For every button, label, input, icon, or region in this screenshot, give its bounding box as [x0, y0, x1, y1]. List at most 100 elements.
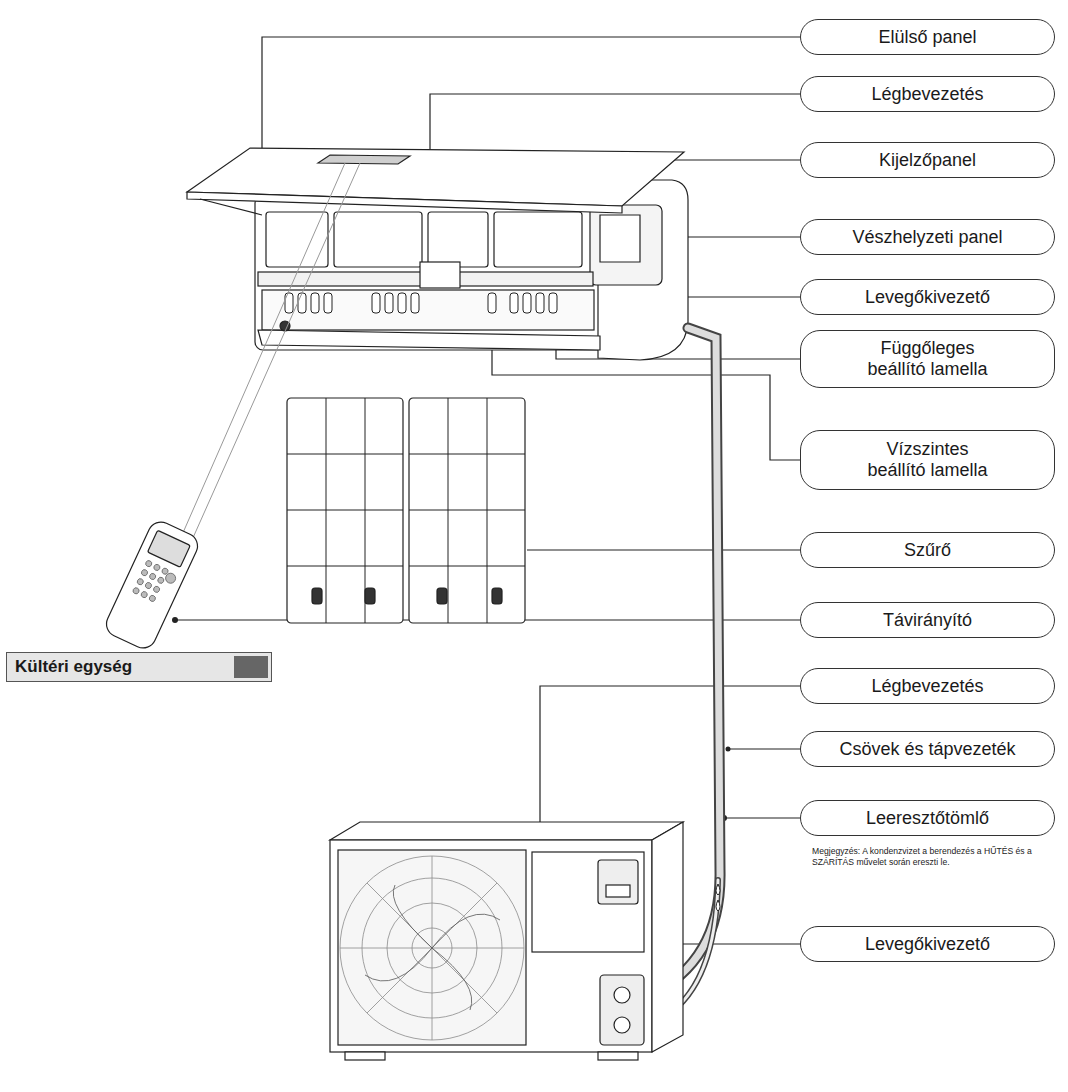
vertical-louvre	[285, 293, 557, 313]
vertical-louvre	[398, 293, 406, 313]
vertical-louvre	[298, 293, 306, 313]
front-panel	[187, 148, 684, 215]
fan-grille	[432, 914, 500, 948]
indoor-unit	[590, 205, 662, 285]
remote-control	[136, 578, 144, 586]
outdoor-unit	[338, 850, 526, 1045]
indoor-unit	[428, 212, 488, 267]
part-label: Távirányító	[883, 610, 972, 631]
callout-pill: Szűrő	[800, 532, 1055, 568]
leader-line	[175, 37, 800, 944]
leader-line	[492, 345, 800, 460]
fan-grille	[340, 856, 524, 1040]
drain-drop	[716, 884, 720, 911]
remote-control	[140, 591, 148, 599]
callout-pill: Függőleges beállító lamella	[800, 330, 1055, 388]
outdoor-unit	[606, 885, 630, 897]
horizontal-louvre	[258, 321, 600, 350]
drain-drop	[716, 884, 720, 895]
part-label: Szűrő	[904, 540, 951, 561]
indoor-unit	[600, 215, 640, 262]
indoor-unit	[420, 262, 460, 288]
remote-control	[164, 572, 177, 585]
part-label: Kültéri egység	[15, 657, 132, 677]
outdoor-unit	[614, 1017, 630, 1033]
vertical-louvre	[488, 293, 496, 313]
part-label: Vízszintes beállító lamella	[861, 439, 994, 481]
remote-control	[102, 518, 202, 652]
indoor-unit	[262, 290, 594, 330]
part-label: Függőleges beállító lamella	[861, 338, 994, 380]
callout-pill: Kijelzőpanel	[800, 142, 1055, 178]
leader-line	[686, 296, 800, 297]
callout-pill: Csövek és tápvezeték	[800, 731, 1055, 767]
fan-grille	[393, 885, 432, 948]
filter	[409, 398, 525, 623]
remote-control	[102, 518, 202, 652]
remote-control	[141, 569, 149, 577]
part-label: Vészhelyzeti panel	[852, 227, 1002, 248]
front-panel	[187, 192, 622, 213]
fan-grille	[365, 948, 432, 981]
filter	[287, 398, 525, 623]
part-label: Levegőkivezető	[865, 934, 990, 955]
leader-line	[430, 94, 800, 150]
callout-pill: Leeresztőtömlő	[800, 800, 1055, 836]
filter	[365, 588, 375, 604]
indoor-unit	[334, 212, 422, 267]
outdoor-unit	[598, 860, 638, 904]
fan-grille	[432, 948, 472, 1010]
filter	[287, 510, 403, 511]
callout-pill: Vészhelyzeti panel	[800, 219, 1055, 255]
leader-line	[540, 686, 800, 826]
vertical-louvre	[372, 293, 380, 313]
fan-grille	[367, 883, 497, 1013]
part-label: Légbevezetés	[871, 84, 983, 105]
vertical-louvre	[523, 293, 531, 313]
leader-line	[728, 748, 800, 749]
vertical-louvre	[510, 293, 518, 313]
outdoor-unit	[598, 1052, 638, 1060]
filter	[492, 588, 502, 604]
outdoor-unit	[600, 975, 644, 1045]
section-band: Kültéri egység	[6, 652, 272, 682]
part-label: Elülső panel	[878, 27, 976, 48]
part-label: Kijelzőpanel	[879, 150, 976, 171]
vertical-louvre	[311, 293, 319, 313]
leader-dot	[172, 617, 178, 623]
indoor-unit	[494, 212, 582, 267]
filter	[409, 566, 525, 567]
fan-grille	[340, 856, 524, 1040]
callout-pill: Légbevezetés	[800, 668, 1055, 704]
vertical-louvre	[536, 293, 544, 313]
remote-control	[145, 560, 153, 568]
outdoor-unit	[330, 822, 683, 1060]
vertical-louvre	[324, 293, 332, 313]
horizontal-louvre	[258, 330, 600, 350]
filter	[409, 454, 525, 455]
filter	[312, 588, 322, 604]
fan-grille	[367, 883, 497, 1013]
leader-line	[724, 817, 800, 818]
filter	[287, 566, 403, 567]
part-label: Leeresztőtömlő	[866, 808, 989, 829]
remote-control	[148, 594, 156, 602]
leader-line	[527, 549, 800, 550]
outdoor-unit	[532, 852, 644, 952]
leader-dot	[726, 747, 731, 752]
front-panel	[318, 155, 410, 164]
remote-control	[132, 560, 178, 607]
filter	[437, 588, 447, 604]
filter	[287, 454, 403, 455]
outdoor-unit	[330, 822, 683, 840]
band-marker	[234, 656, 268, 678]
filter	[287, 398, 525, 623]
remote-control	[149, 572, 157, 580]
callout-pill: Vízszintes beállító lamella	[800, 430, 1055, 490]
callout-pill: Levegőkivezető	[800, 926, 1055, 962]
callout-pill: Elülső panel	[800, 19, 1055, 55]
remote-control	[153, 585, 161, 593]
vertical-louvre	[385, 293, 393, 313]
